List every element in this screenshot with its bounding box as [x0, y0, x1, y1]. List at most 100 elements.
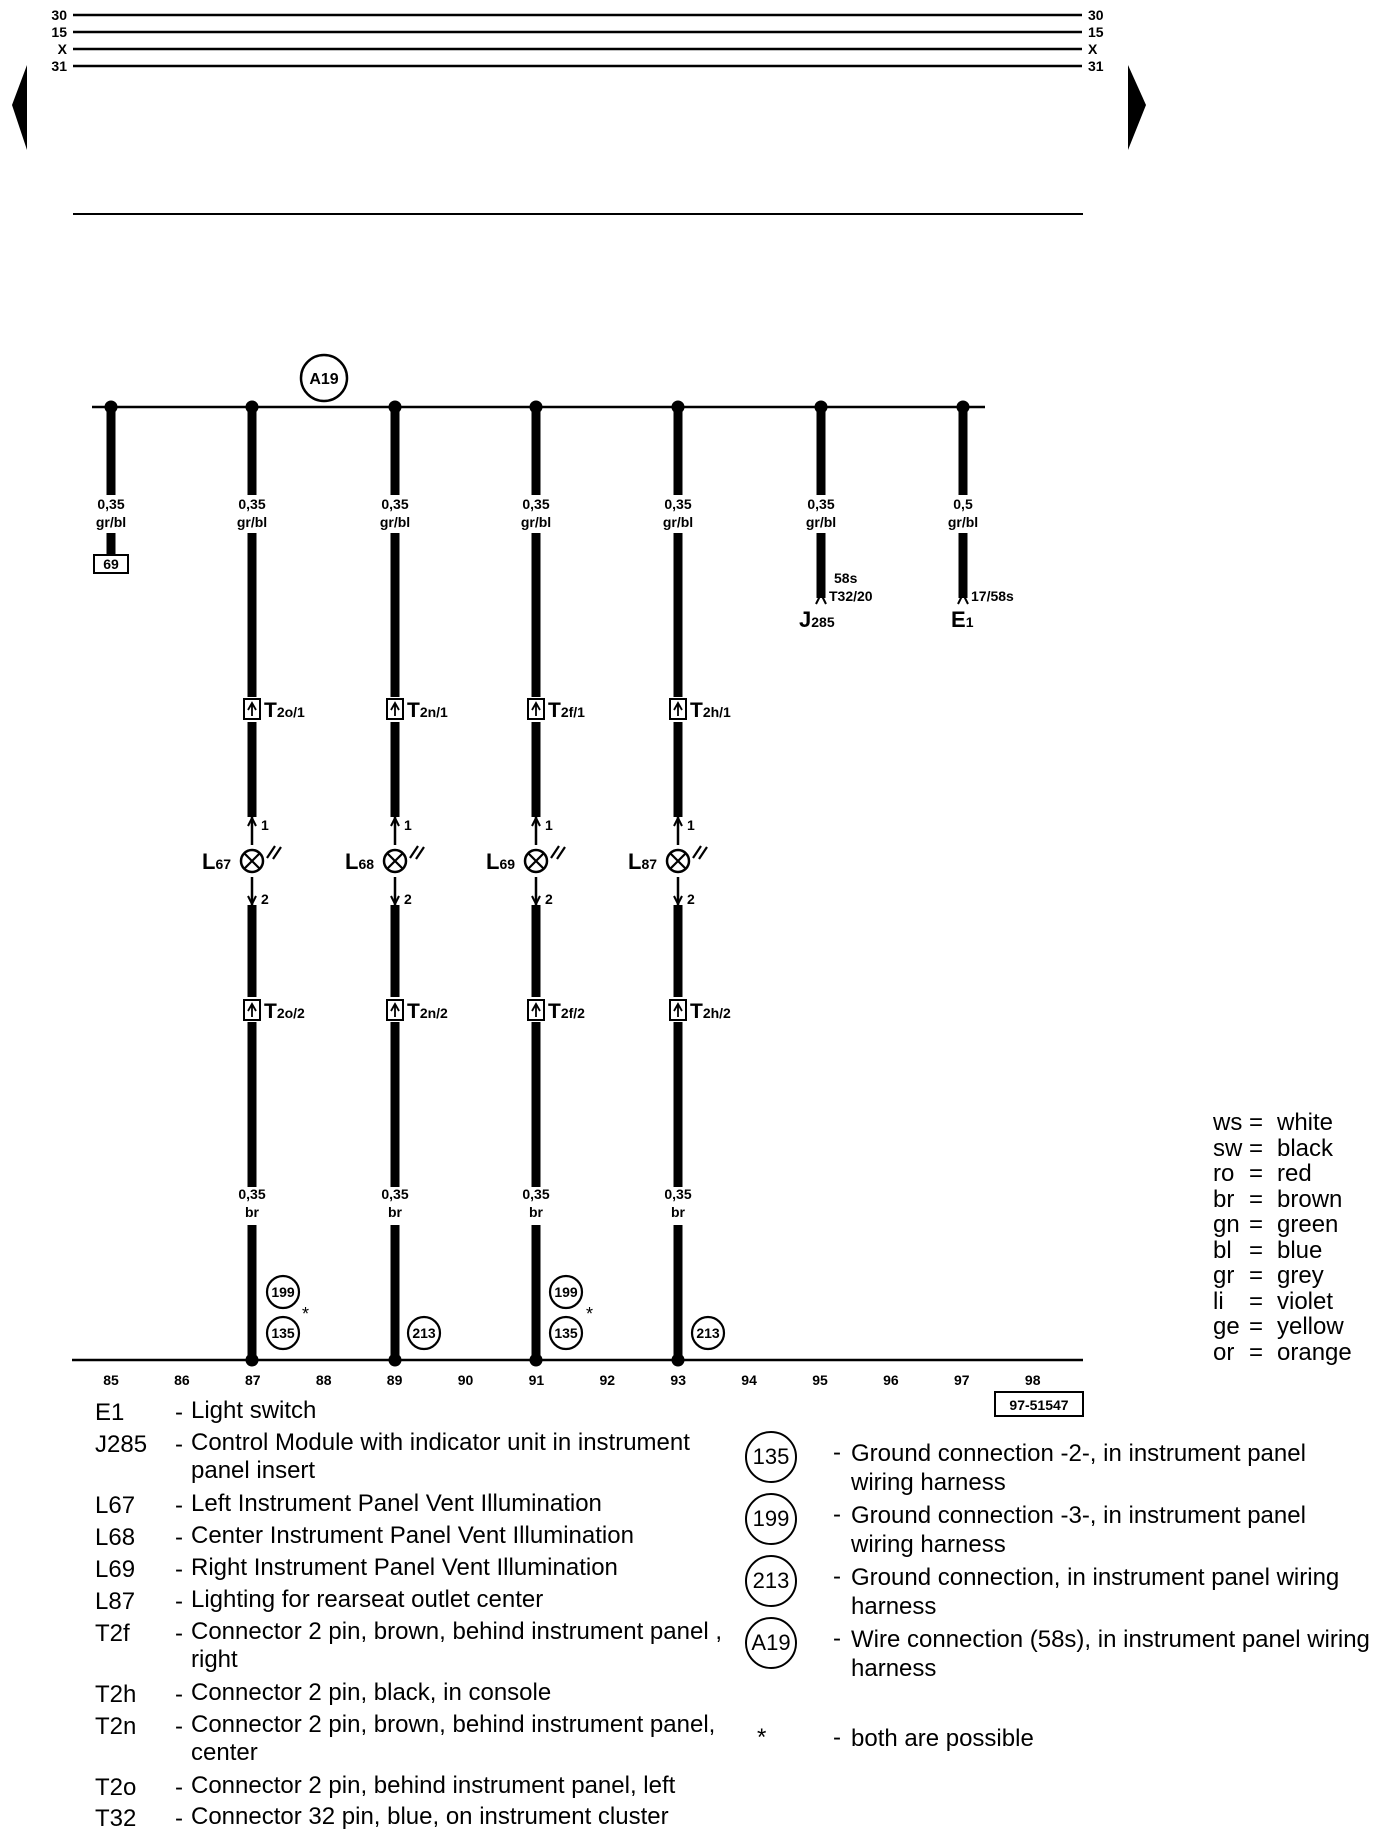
- legend-code: T2n: [95, 1713, 137, 1740]
- color-code: ro: [1213, 1160, 1235, 1187]
- wire-gauge-label: 0,35: [522, 496, 549, 512]
- pin-label: 2: [404, 891, 412, 907]
- ground-marker-213-a: 213: [406, 1315, 442, 1351]
- wire-gauge-label: 0,35: [664, 496, 691, 512]
- track-number: 92: [600, 1372, 616, 1388]
- color-code: or: [1213, 1338, 1235, 1366]
- color-eq: =: [1249, 1211, 1264, 1238]
- legend-dash: -: [175, 1556, 183, 1583]
- legend-code: L67: [95, 1492, 136, 1519]
- svg-text:97-51547: 97-51547: [1009, 1397, 1068, 1413]
- note-symbol: *: [757, 1724, 767, 1751]
- junction-dot: [245, 400, 259, 414]
- rail-label-15-right: 15: [1088, 24, 1104, 40]
- legend-text: Connector 2 pin, brown, behind instrumen…: [191, 1618, 722, 1673]
- ground-marker-135-a: 135: [265, 1315, 301, 1351]
- legend-text: Left Instrument Panel Vent Illumination: [191, 1490, 602, 1517]
- color-eq: =: [1249, 1160, 1264, 1187]
- color-code-row: bl=blue: [1213, 1238, 1388, 1264]
- pin-arrow-icon: [247, 895, 257, 907]
- color-code: bl: [1213, 1236, 1232, 1264]
- rail-label-15-left: 15: [51, 24, 67, 40]
- color-code-row: gr=grey: [1213, 1263, 1388, 1289]
- wire-color-label: gr/bl: [948, 514, 978, 530]
- track-number: 95: [812, 1372, 828, 1388]
- legend-code: L87: [95, 1588, 136, 1615]
- color-code: ge: [1213, 1313, 1240, 1340]
- track-number: 93: [670, 1372, 686, 1388]
- junction-dot: [388, 400, 402, 414]
- next-page-arrow-icon[interactable]: [1128, 65, 1146, 150]
- ground-dash: -: [833, 1501, 841, 1528]
- pin-arrow-icon: [673, 895, 683, 907]
- legend-dash: -: [175, 1620, 183, 1647]
- color-code-row: or = orange: [1213, 1340, 1388, 1366]
- svg-text:A19: A19: [309, 371, 338, 388]
- track-number: 90: [458, 1372, 474, 1388]
- ground-legend-213: 213 - Ground connection, in instrument p…: [745, 1555, 1385, 1620]
- wire-gauge-label: 0,35: [238, 496, 265, 512]
- light-rays-icon: [550, 845, 566, 860]
- wire-color-label: br: [245, 1204, 260, 1220]
- ground-legend-a19: A19 - Wire connection (58s), in instrume…: [745, 1617, 1385, 1682]
- component-j285-label: J285: [799, 607, 835, 632]
- prev-page-arrow-icon[interactable]: [12, 65, 27, 150]
- legend-text: Connector 2 pin, brown, behind instrumen…: [191, 1711, 716, 1766]
- color-name: orange: [1277, 1338, 1352, 1366]
- legend-code: J285: [95, 1431, 148, 1458]
- lamp-label: L87: [628, 849, 657, 874]
- rail-label-30-left: 30: [51, 7, 67, 23]
- wire-gauge-label: 0,35: [381, 496, 408, 512]
- track-number: 85: [103, 1372, 119, 1388]
- legend-code: L69: [95, 1556, 136, 1583]
- ground-text: Ground connection -3-, in instrument pan…: [851, 1502, 1306, 1558]
- wire-color-label: br: [388, 1204, 403, 1220]
- color-name: yellow: [1277, 1313, 1344, 1340]
- star-note-a: *: [302, 1304, 309, 1324]
- ground-text: Ground connection -2-, in instrument pan…: [851, 1440, 1306, 1496]
- legend-text: Connector 32 pin, blue, on instrument cl…: [191, 1803, 669, 1830]
- ground-legend-135: 135 - Ground connection -2-, in instrume…: [745, 1431, 1385, 1496]
- legend-code: T2h: [95, 1681, 137, 1708]
- color-name: grey: [1277, 1262, 1324, 1289]
- svg-text:199: 199: [554, 1284, 578, 1300]
- junction-dot: [104, 400, 118, 414]
- light-rays-icon: [266, 845, 282, 860]
- wire-color-label: gr/bl: [521, 514, 551, 530]
- pin-label: 2: [687, 891, 695, 907]
- ground-dash: -: [833, 1563, 841, 1590]
- ground-dash: -: [833, 1439, 841, 1466]
- pin-arrow-icon: [531, 815, 541, 827]
- color-eq: =: [1249, 1338, 1264, 1366]
- legend-text: Light switch: [191, 1397, 317, 1424]
- pin-label: T32/20: [829, 588, 873, 604]
- legend-text: Connector 2 pin, behind instrument panel…: [191, 1772, 676, 1799]
- track-number: 96: [883, 1372, 899, 1388]
- light-rays-icon: [692, 845, 708, 860]
- color-name: blue: [1277, 1236, 1323, 1264]
- svg-text:199: 199: [271, 1284, 295, 1300]
- wire-gauge-label: 0,35: [381, 1186, 408, 1202]
- legend-text: Center Instrument Panel Vent Illuminatio…: [191, 1522, 634, 1549]
- note-row: * - both are possible: [745, 1724, 1385, 1756]
- legend-dash: -: [175, 1399, 183, 1426]
- lamp-icon: [239, 848, 265, 874]
- legend-text: Connector 2 pin, black, in console: [191, 1679, 552, 1706]
- wire-gauge-label: 0,35: [97, 496, 124, 512]
- pin-label: 1: [687, 817, 695, 833]
- wire-gauge-label: 0,35: [522, 1186, 549, 1202]
- component-e1-label: E1: [951, 607, 974, 632]
- legend-dash: -: [175, 1805, 183, 1832]
- connector-top-label: T2n/1: [407, 699, 448, 722]
- continuation-box: [93, 554, 129, 574]
- color-code: li: [1213, 1287, 1224, 1315]
- legend-dash: -: [175, 1588, 183, 1615]
- ground-legend-199: 199 - Ground connection -3-, in instrume…: [745, 1493, 1385, 1558]
- legend-text: Right Instrument Panel Vent Illumination: [191, 1554, 618, 1581]
- legend-dash: -: [175, 1524, 183, 1551]
